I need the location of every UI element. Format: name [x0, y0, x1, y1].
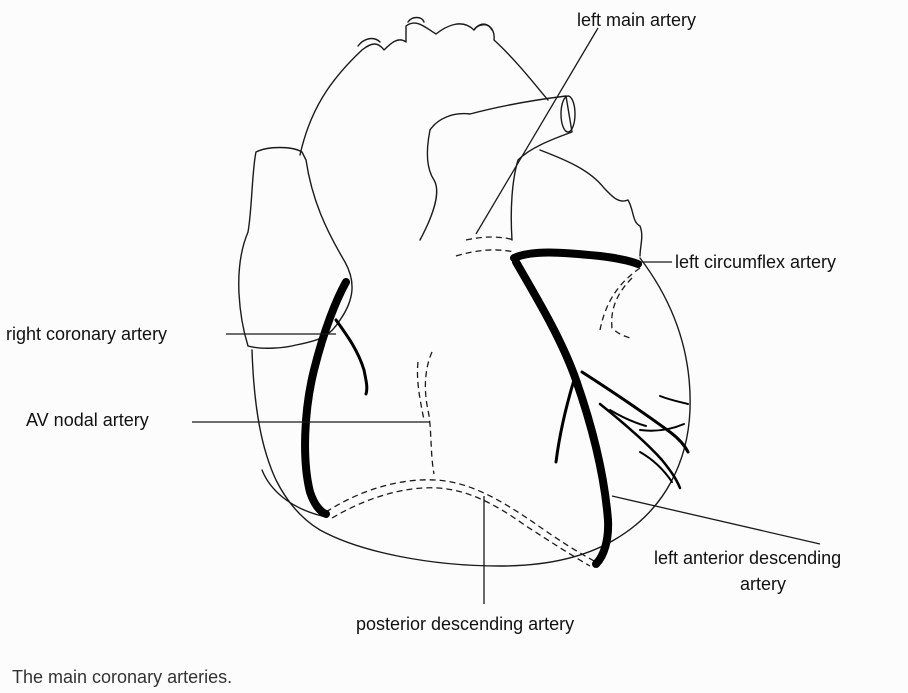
label-left-main-artery: left main artery [577, 10, 696, 30]
pulmonary-trunk-opening [561, 96, 575, 132]
dashed-left-main [456, 250, 514, 256]
labels: left main artery left circumflex artery … [6, 10, 841, 634]
label-av-nodal-artery: AV nodal artery [26, 410, 149, 430]
label-left-circumflex-artery: left circumflex artery [675, 252, 836, 272]
left-anterior-descending-artery [516, 262, 608, 564]
figure-caption: The main coronary arteries. [12, 667, 232, 687]
left-circumflex-artery [514, 253, 638, 265]
dashed-circumflex-branch-1 [600, 268, 640, 330]
aortic-branch-2 [408, 18, 424, 23]
label-left-anterior-descending-line1: left anterior descending [654, 548, 841, 568]
pulmonary-trunk-inner [420, 130, 437, 240]
septal-branch [556, 380, 574, 462]
superior-vena-cava [239, 148, 352, 349]
aortic-arch [300, 23, 548, 155]
dashed-left-main-2 [466, 237, 514, 240]
label-right-coronary-artery: right coronary artery [6, 324, 167, 344]
posterior-vessels [326, 237, 640, 566]
leader-left-main [476, 28, 598, 234]
obtuse-branch [660, 396, 688, 404]
ventricle-outline [252, 258, 690, 566]
pulmonary-trunk [430, 96, 572, 240]
right-coronary-artery-vessel [305, 282, 346, 514]
arteries [305, 253, 688, 565]
left-atrial-appendage [540, 150, 642, 256]
dashed-av-nodal-vessel-2 [417, 362, 424, 420]
dashed-av-nodal-vessel-1 [425, 352, 434, 474]
label-left-anterior-descending-line2: artery [740, 574, 786, 594]
dashed-posterior-groove-lower [332, 488, 590, 566]
dashed-circumflex-branch-2 [612, 278, 632, 338]
right-coronary-branch [336, 320, 367, 394]
leader-left-anterior-descending [612, 496, 820, 544]
leader-lines [192, 28, 820, 604]
label-posterior-descending-artery: posterior descending artery [356, 614, 574, 634]
